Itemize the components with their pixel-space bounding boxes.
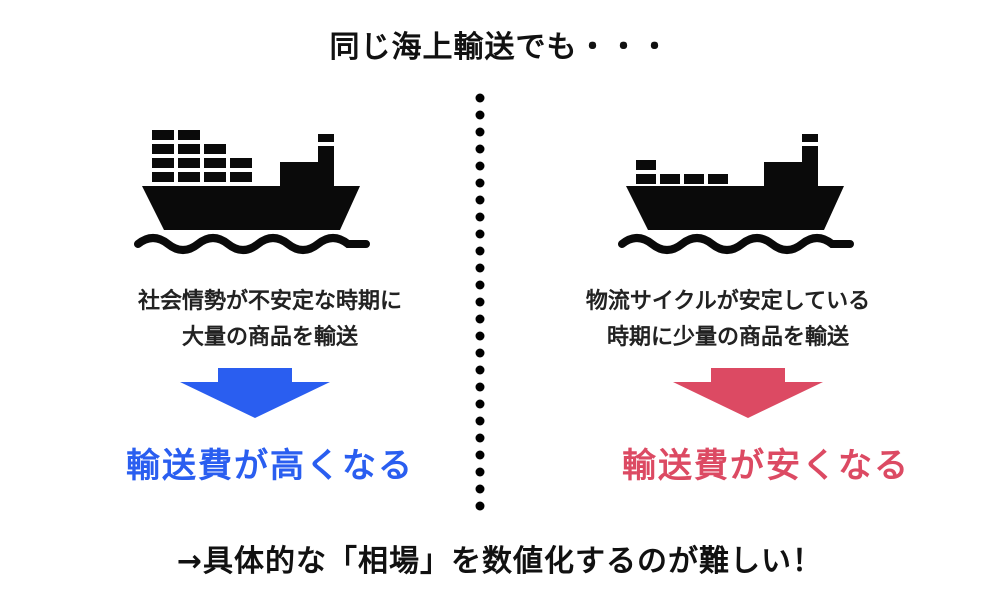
conclusion-text: →具体的な「相場」を数値化するのが難しい！ (176, 544, 824, 579)
container-ship-lightly-loaded-icon (618, 134, 854, 254)
right-description: 物流サイクルが安定している 時期に少量の商品を輸送 (508, 284, 948, 356)
left-description: 社会情勢が不安定な時期に 大量の商品を輸送 (50, 284, 490, 356)
right-result: 輸送費が安くなる (622, 446, 910, 486)
blue-down-arrow-icon (180, 368, 330, 418)
right-description-line-2: 時期に少量の商品を輸送 (606, 325, 849, 350)
left-description-line-1: 社会情勢が不安定な時期に (137, 289, 402, 314)
right-description-line-1: 物流サイクルが安定している (585, 289, 871, 314)
container-ship-fully-loaded-icon (134, 130, 370, 254)
red-down-arrow-icon (673, 368, 823, 418)
left-description-line-2: 大量の商品を輸送 (181, 325, 358, 350)
page-title: 同じ海上輸送でも・・・ (329, 30, 671, 65)
left-result: 輸送費が高くなる (126, 446, 414, 486)
dotted-divider (475, 93, 485, 511)
